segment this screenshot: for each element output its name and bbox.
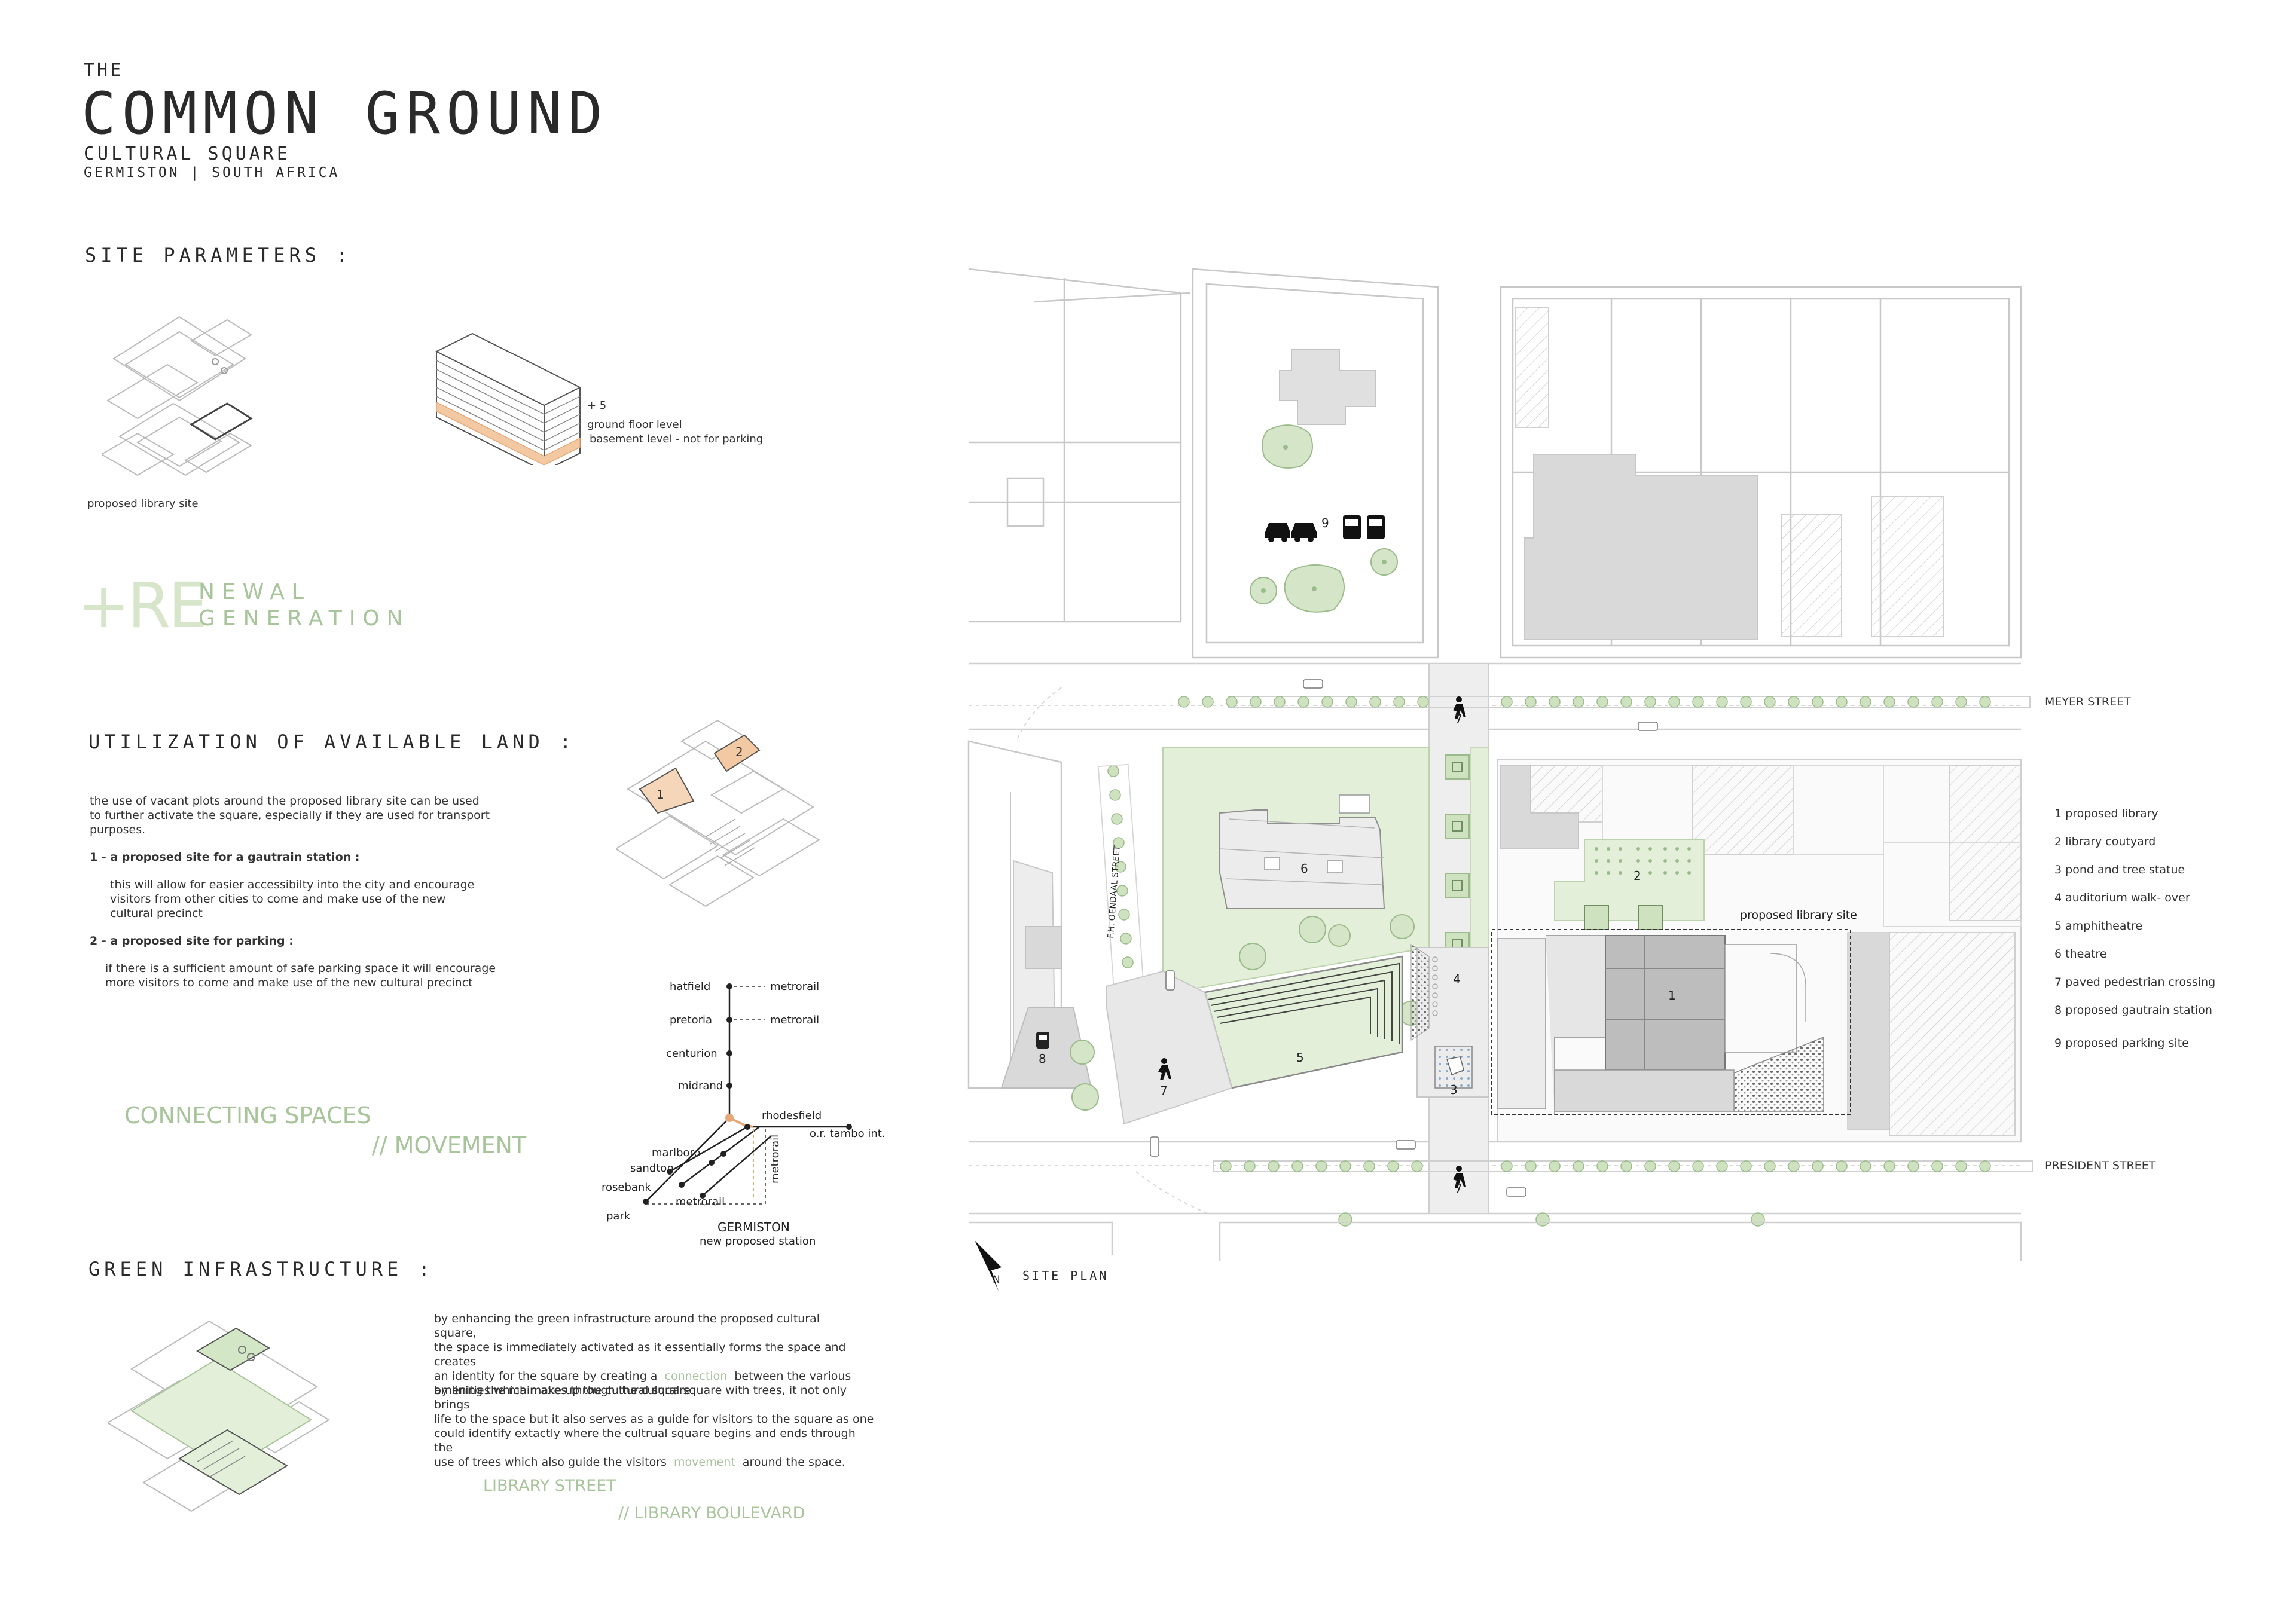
metrorail-label-4: metrorail	[769, 1135, 781, 1184]
green-paragraph-2: by lining the main axes through the culu…	[434, 1384, 874, 1469]
legend-item: 2 library coutyard	[2054, 835, 2156, 848]
utilization-item1-title: 1 - a proposed site for a gautrain stati…	[90, 851, 360, 864]
station-germiston: GERMISTON	[718, 1220, 790, 1234]
renewal-line2: GENERATION	[199, 606, 410, 631]
metrorail-label-2: metrorail	[770, 1014, 819, 1026]
station-or-tambo: o.r. tambo int.	[810, 1127, 886, 1140]
plan-label-crossing-north: 7	[1455, 712, 1463, 726]
station-sandton: sandton	[630, 1162, 674, 1175]
legend-item: 3 pond and tree statue	[2054, 863, 2185, 876]
level-ground-floor: ground floor level	[587, 418, 682, 431]
rail-network-diagram: hatfield pretoria centurion midrand rhod…	[602, 980, 886, 1248]
station-rosebank: rosebank	[602, 1181, 651, 1194]
proposed-site-label: proposed library site	[1740, 909, 1857, 922]
plan-label-gautrain: 8	[1039, 1052, 1046, 1066]
utilization-heading: UTILIZATION OF AVAILABLE LAND :	[88, 730, 576, 753]
movement-highlight: movement	[674, 1456, 735, 1469]
library-boulevard-label: // LIBRARY BOULEVARD	[618, 1504, 805, 1523]
vacant-plot-2-label: 2	[735, 745, 743, 759]
utilization-item2-body: if there is a sufficient amount of safe …	[105, 962, 496, 989]
page-title: COMMON GROUND	[81, 80, 609, 147]
connecting-spaces-label: CONNECTING SPACES	[124, 1102, 371, 1129]
legend-item: 5 amphitheatre	[2054, 919, 2143, 933]
site-context-axonometric	[102, 316, 253, 476]
utilization-item1-body: this will allow for easier accessibilty …	[110, 878, 475, 920]
station-pretoria: pretoria	[670, 1014, 712, 1026]
station-marlboro: marlboro	[652, 1147, 700, 1159]
page-subtitle: CULTURAL SQUARE	[84, 143, 291, 164]
building-levels-diagram	[435, 332, 582, 465]
station-midrand: midrand	[678, 1080, 723, 1092]
plan-label-crossing-south: 7	[1455, 1181, 1463, 1196]
legend-item: 8 proposed gautrain station	[2054, 1004, 2212, 1017]
library-street-label: LIBRARY STREET	[483, 1477, 616, 1495]
metrorail-label-3: metrorail	[676, 1196, 725, 1208]
green-infrastructure-axonometric	[108, 1320, 330, 1512]
site-plan: 1 2 3 4 5 6 7 7 7 8 9 proposed library s…	[967, 268, 2033, 1291]
metrorail-label-1: metrorail	[770, 980, 819, 993]
legend-item: 9 proposed parking site	[2054, 1037, 2189, 1050]
plan-label-theatre: 6	[1300, 861, 1308, 876]
legend-item: 4 auditorium walk- over	[2054, 891, 2190, 904]
green-infrastructure-heading: GREEN INFRASTRUCTURE :	[88, 1258, 434, 1280]
proposed-library-site-caption: proposed library site	[87, 497, 199, 510]
renewal-line1: NEWAL	[199, 580, 311, 604]
page-location: GERMISTON | SOUTH AFRICA	[84, 165, 340, 181]
germiston-caption: new proposed station	[700, 1235, 816, 1248]
plan-label-pond: 3	[1450, 1083, 1458, 1097]
movement-label: // MOVEMENT	[372, 1132, 527, 1159]
green-paragraph-1: by enhancing the green infrastructure ar…	[434, 1312, 851, 1397]
level-basement: basement level - not for parking	[590, 433, 764, 445]
site-plan-caption: SITE PLAN	[1022, 1269, 1109, 1283]
north-label: N	[993, 1274, 1000, 1286]
connection-highlight: connection	[664, 1370, 728, 1383]
title-kicker: THE	[84, 60, 124, 81]
legend-item: 1 proposed library	[2054, 807, 2158, 820]
station-centurion: centurion	[666, 1047, 718, 1060]
plan-label-courtyard: 2	[1634, 869, 1641, 883]
renewal-mark: +RE	[78, 569, 207, 642]
plan-label-amphitheatre: 5	[1296, 1050, 1304, 1065]
legend-item: 7 paved pedestrian crossing	[2054, 976, 2216, 989]
plan-label-crossing-west: 7	[1160, 1084, 1168, 1098]
plan-label-parking: 9	[1321, 516, 1329, 530]
vacant-plots-axonometric: 1 2	[616, 719, 820, 907]
plan-label-library: 1	[1668, 988, 1676, 1002]
plan-label-walkover: 4	[1453, 972, 1461, 986]
utilization-intro: the use of vacant plots around the propo…	[90, 794, 490, 836]
site-parameters-heading: SITE PARAMETERS :	[85, 244, 352, 267]
station-rhodesfield: rhodesfield	[762, 1109, 822, 1122]
meyer-street-label: MEYER STREET	[2045, 695, 2131, 708]
station-hatfield: hatfield	[670, 980, 710, 993]
vacant-plot-1-label: 1	[657, 787, 664, 802]
station-park: park	[606, 1210, 631, 1222]
utilization-item2-title: 2 - a proposed site for parking :	[90, 934, 294, 947]
legend-item: 6 theatre	[2054, 947, 2107, 961]
president-street-label: PRESIDENT STREET	[2045, 1159, 2156, 1172]
level-plus-5: + 5	[587, 399, 607, 412]
